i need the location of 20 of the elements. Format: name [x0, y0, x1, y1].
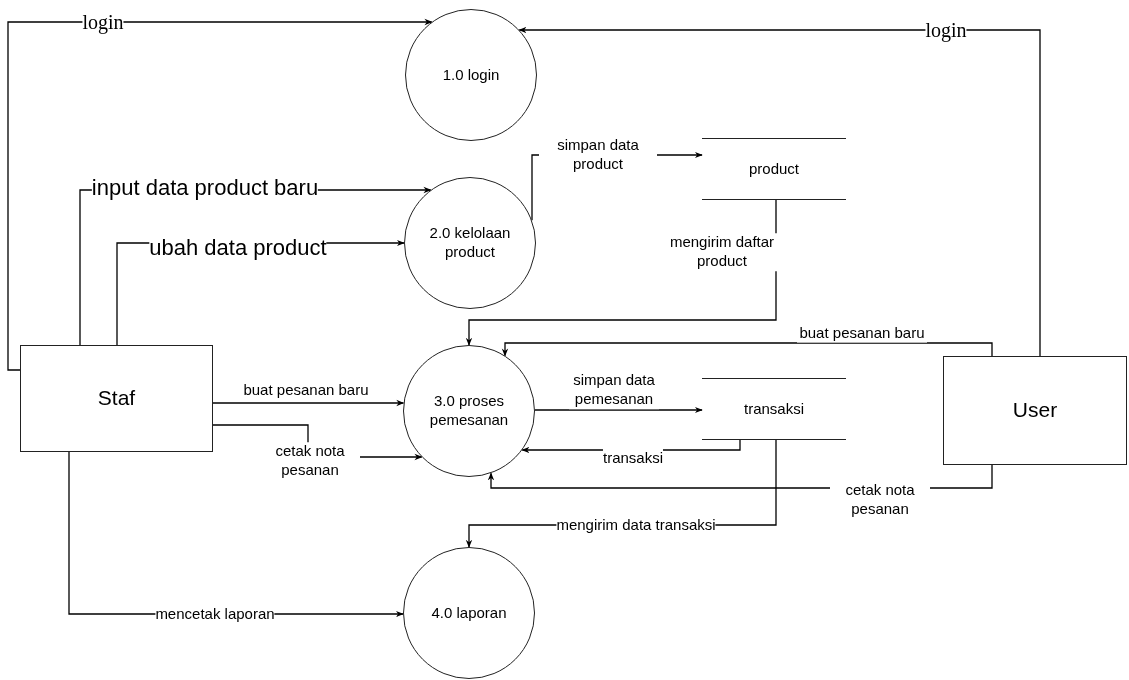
flow-arrow — [518, 26, 1041, 357]
data-store — [702, 378, 846, 440]
flow-arrow — [501, 342, 993, 357]
external-entity-box — [20, 345, 213, 452]
node-label: 3.0 proses pemesanan — [428, 392, 510, 430]
flow-arrow — [7, 18, 433, 371]
node-label: User — [1011, 397, 1059, 424]
node-label: 1.0 login — [441, 65, 501, 85]
edge-label: simpan data product — [539, 136, 657, 174]
node-label: transaksi — [743, 399, 805, 419]
flow-arrow — [465, 199, 777, 346]
flow-arrow — [534, 406, 703, 414]
node-label: 2.0 kelolaan product — [428, 224, 512, 262]
node-label: 4.0 laporan — [430, 603, 508, 623]
edge-label: cetak nota pesanan — [830, 481, 930, 519]
node-label: product — [747, 159, 800, 179]
flow-arrow — [212, 399, 405, 407]
data-store — [702, 138, 846, 200]
external-entity-box — [943, 356, 1127, 465]
node-label: Staf — [96, 385, 137, 412]
